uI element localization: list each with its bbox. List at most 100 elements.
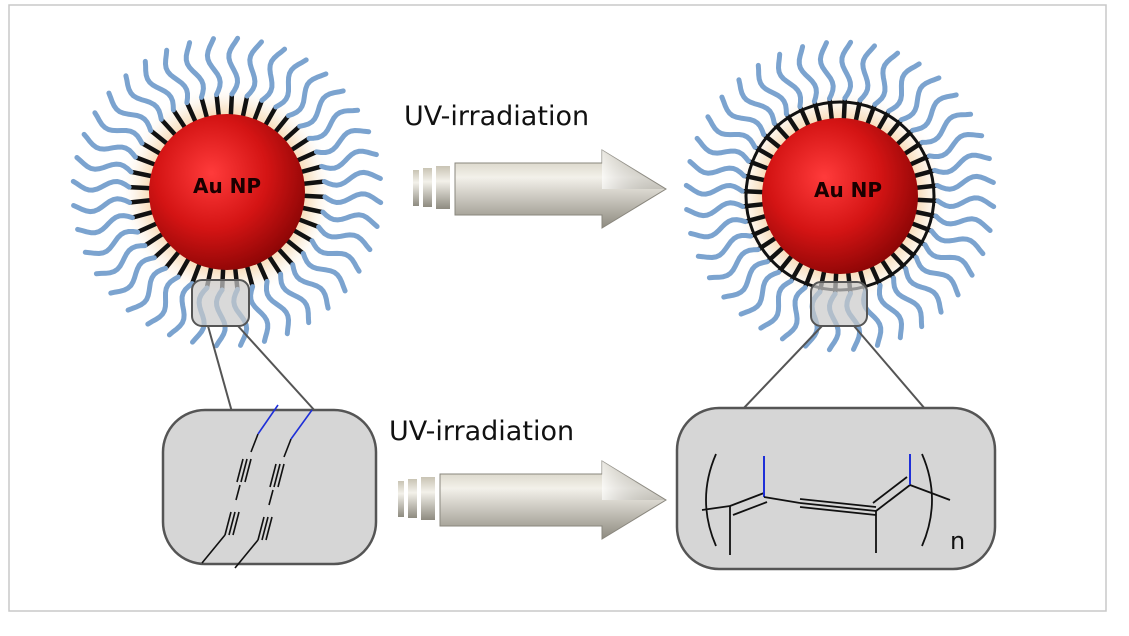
ligand-tail — [694, 135, 751, 164]
ligand-tail — [142, 58, 176, 113]
ligand-tail — [705, 114, 758, 150]
ligand-head — [163, 248, 182, 271]
ligand-tail — [688, 217, 748, 240]
ligand-tail — [106, 90, 154, 133]
ligand-tail — [796, 44, 819, 104]
reaction-arrow-top[interactable] — [413, 149, 667, 229]
ligand-tail — [903, 266, 944, 315]
ligand-head — [290, 227, 315, 244]
ligand-tail — [70, 178, 132, 193]
ligand-head — [300, 193, 328, 200]
ligand-head — [251, 98, 265, 124]
ligand-head — [130, 209, 156, 220]
ligand-head — [294, 149, 319, 164]
au-np-label-left: Au NP — [192, 174, 262, 198]
ligand-tail — [92, 110, 145, 146]
ligand-head — [135, 220, 160, 235]
ligand-head — [281, 124, 302, 144]
ligand-head — [175, 255, 192, 280]
ligand-tail — [309, 238, 362, 274]
ligand-tail — [891, 275, 925, 330]
polydiacetylene-structure — [701, 453, 951, 555]
ligand-tail — [321, 169, 383, 188]
ligand-head — [262, 104, 279, 129]
gold-core-left — [149, 114, 305, 270]
ligand-tail — [123, 73, 164, 122]
ligand-head — [240, 93, 250, 120]
ligand-head — [171, 107, 188, 131]
ligand-tail — [74, 155, 134, 175]
ligand-head — [159, 117, 179, 138]
ligand-tail — [687, 159, 747, 179]
ligand-tail — [706, 247, 761, 281]
zoom-selector-left — [191, 279, 250, 327]
ligand-head — [152, 240, 173, 260]
gold-nanoparticle-left — [70, 35, 384, 349]
ligand-head — [128, 169, 155, 179]
ligand-tail — [933, 213, 993, 233]
ligand-tail — [71, 196, 133, 215]
ligand-head — [255, 259, 270, 284]
ligand-tail — [145, 274, 181, 327]
ligand-tail — [226, 35, 241, 97]
ligand-corona-right — [683, 39, 997, 353]
ligand-tail — [320, 209, 380, 229]
ligand-head — [272, 113, 291, 136]
ligand-head — [142, 231, 166, 248]
uv-irradiation-label-bottom: UV-irradiation — [389, 416, 575, 447]
ligand-tail — [886, 61, 922, 114]
ligand-tail — [758, 278, 794, 331]
ligand-tail — [286, 71, 329, 119]
ligand-head — [244, 263, 255, 289]
ligand-head — [266, 253, 283, 277]
ligand-tail — [183, 40, 206, 100]
ligand-head — [199, 95, 210, 121]
ligand-tail — [684, 200, 746, 219]
gold-nanoparticle-right — [683, 39, 997, 353]
ligand-tail — [319, 148, 379, 171]
ligand-tail — [929, 228, 986, 257]
ligand-head — [189, 260, 203, 286]
ligand-head — [283, 237, 306, 256]
ligand-tail — [872, 50, 901, 107]
ligand-tail — [244, 39, 264, 99]
ligand-head — [214, 92, 222, 119]
ligand-tail — [817, 40, 836, 102]
ligand-tail — [719, 94, 767, 137]
ligand-head — [228, 91, 235, 119]
ligand-tail — [313, 128, 372, 155]
ligand-tail — [264, 278, 291, 337]
au-np-label-right: Au NP — [813, 178, 883, 202]
ligand-corona-left — [70, 35, 384, 349]
ligand-tail — [779, 285, 808, 342]
ligand-head — [299, 205, 326, 215]
ligand-tail — [935, 195, 997, 210]
ligand-tail — [839, 39, 854, 101]
ligand-head — [298, 164, 324, 175]
ligand-tail — [899, 75, 942, 123]
ligand-tail — [248, 284, 271, 344]
reaction-arrow-bottom[interactable] — [398, 460, 667, 540]
ligand-tail — [297, 88, 346, 129]
ligand-tail — [278, 271, 312, 326]
gold-core-right — [762, 118, 918, 274]
ligand-tail — [93, 243, 148, 277]
ligand-head — [133, 154, 159, 168]
zoom-box-left — [161, 408, 378, 566]
ligand-tail — [81, 131, 138, 160]
ligand-tail — [82, 229, 141, 256]
ligand-tail — [736, 77, 777, 126]
ligand-tail — [259, 46, 288, 103]
ligand-tail — [877, 282, 904, 341]
ligand-tail — [913, 255, 961, 298]
ligand-tail — [204, 36, 223, 98]
ligand-tail — [163, 47, 190, 106]
uv-irradiation-label-top: UV-irradiation — [404, 101, 590, 132]
ligand-tail — [300, 251, 348, 294]
ligand-head — [126, 184, 154, 191]
ligand-tail — [926, 132, 985, 159]
ligand-tail — [934, 173, 996, 192]
ligand-tail — [695, 233, 754, 260]
ligand-tail — [166, 281, 195, 338]
